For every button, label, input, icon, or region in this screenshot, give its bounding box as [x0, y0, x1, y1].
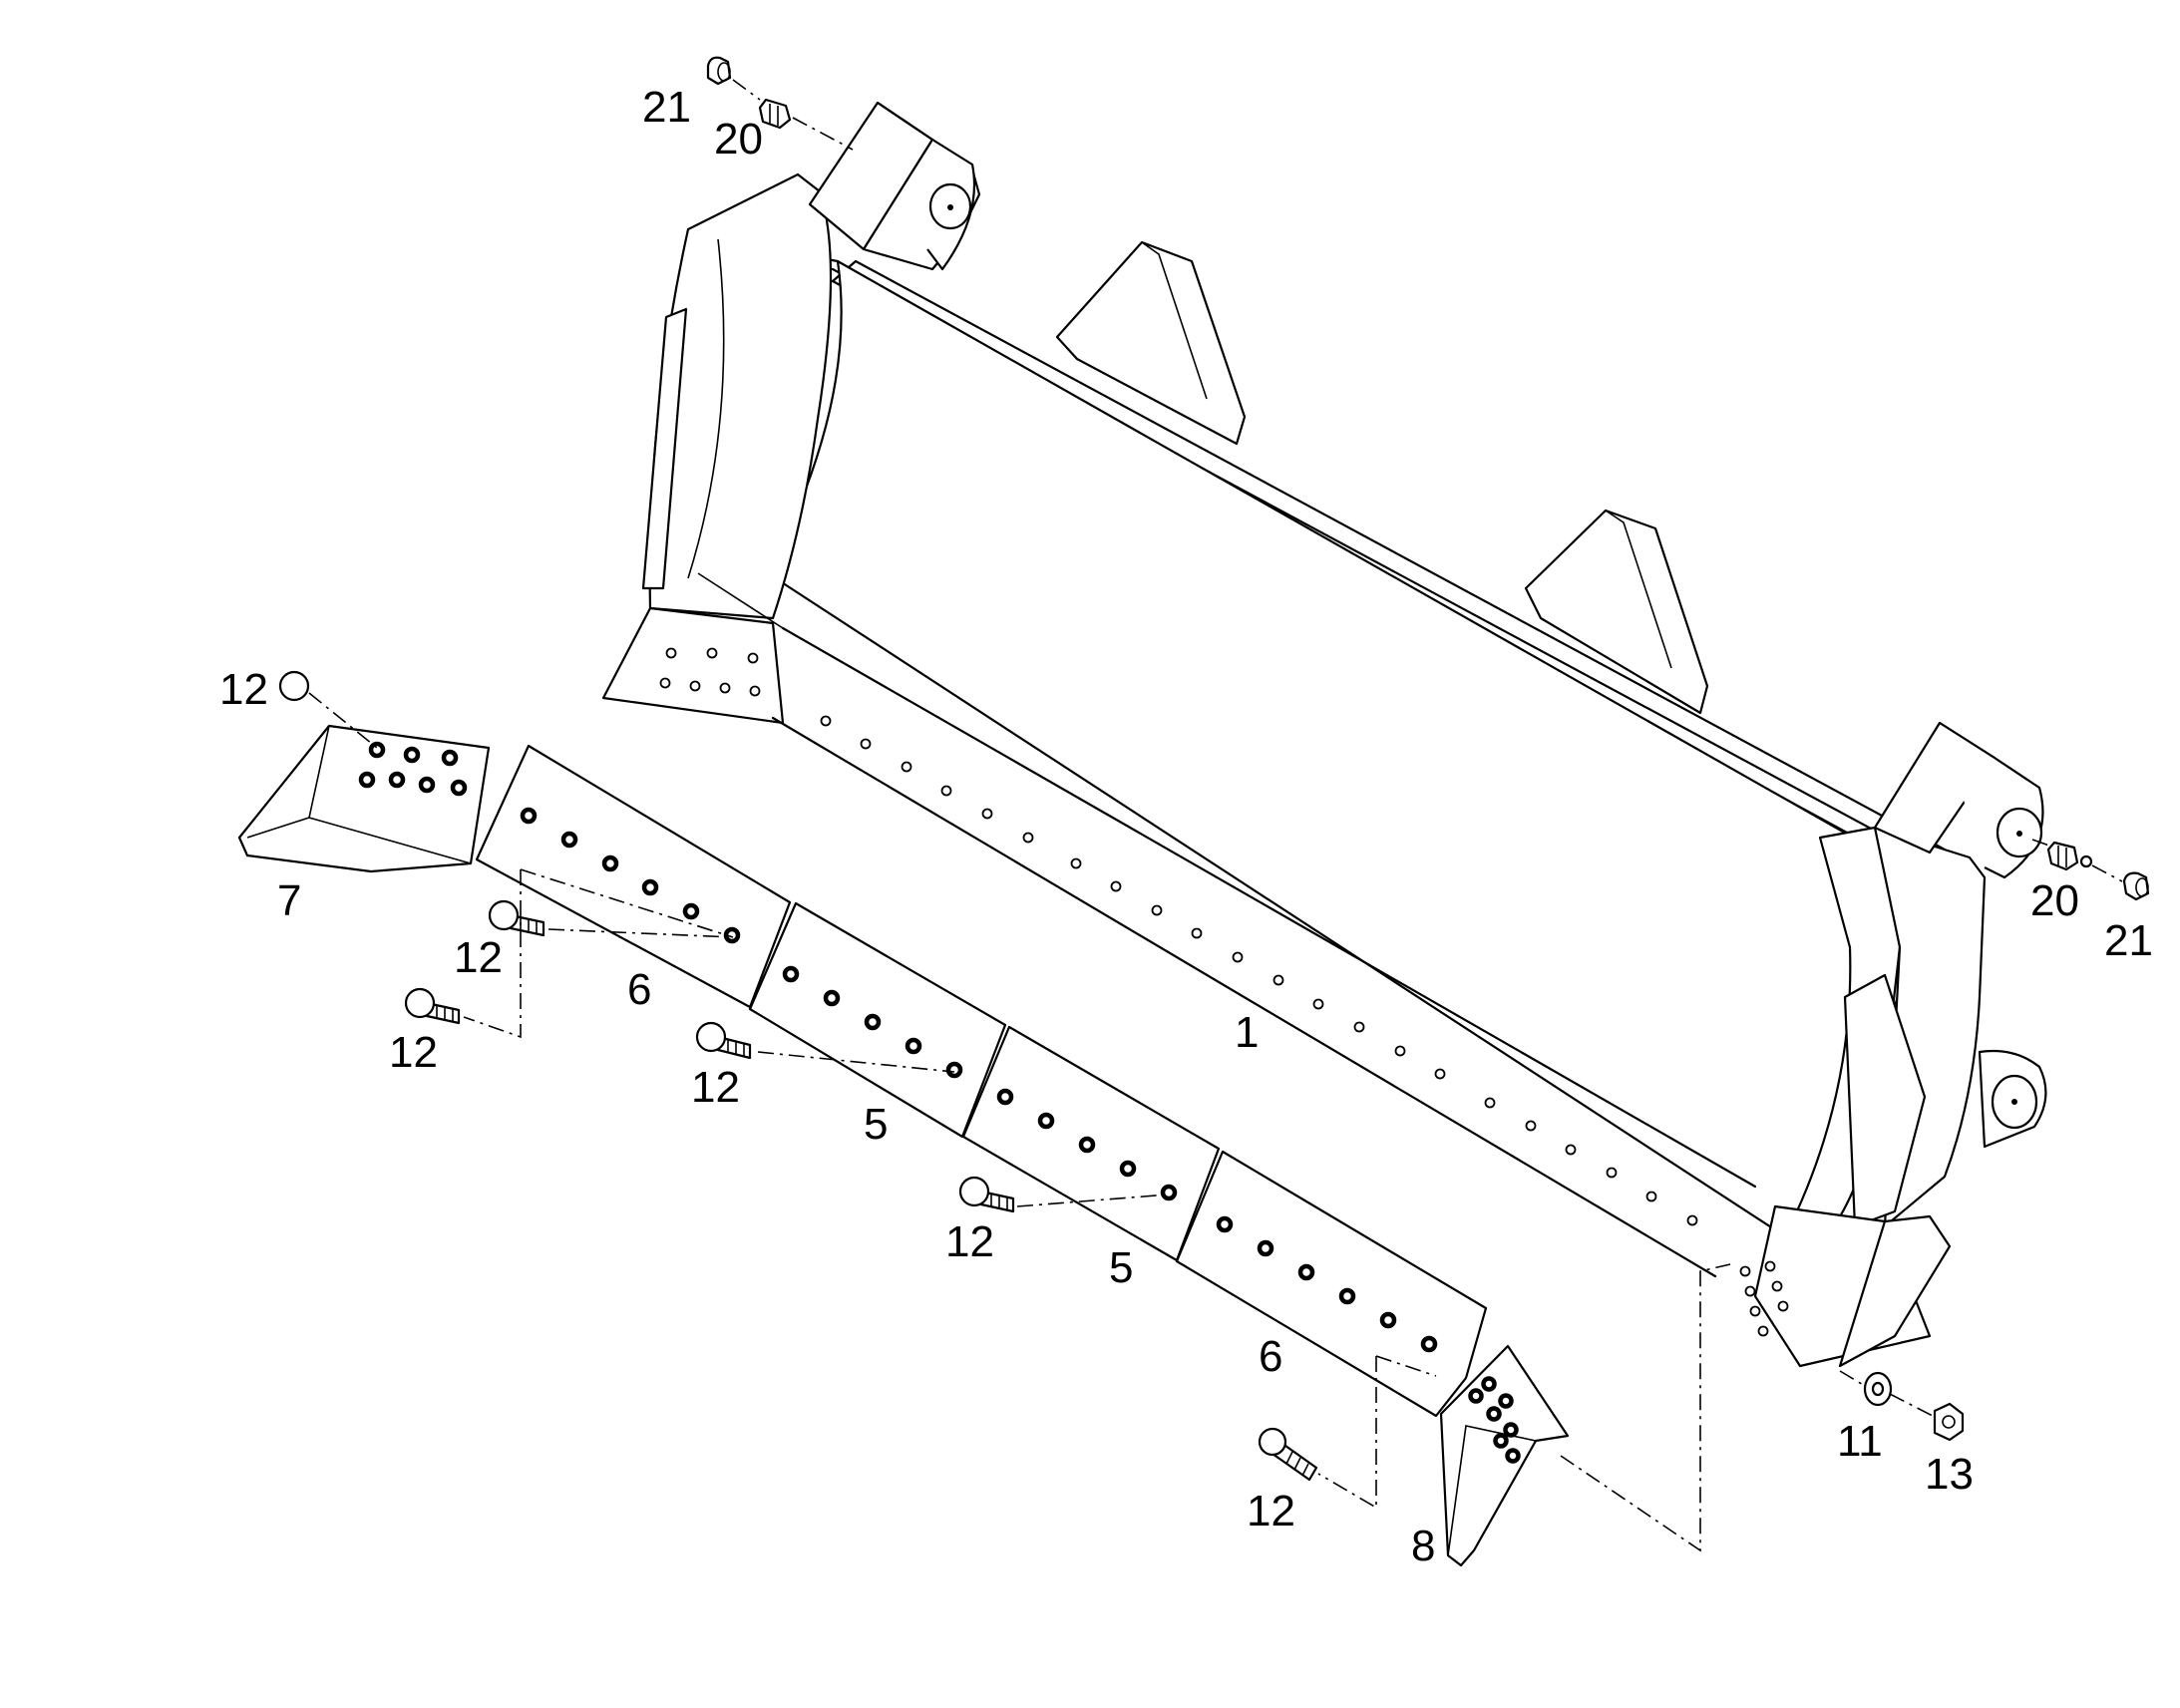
callout-bolt-edge-center-b: 12: [945, 1217, 994, 1266]
cap-left: [706, 56, 732, 86]
callout-cutting-edge-center-b: 5: [1109, 1243, 1133, 1292]
callout-fitting-right: 20: [2030, 876, 2079, 925]
callout-cutting-edge-end-left: 6: [627, 965, 651, 1014]
cutting-edge-right: [1175, 1150, 1488, 1418]
bolt-edge-left-b: [404, 987, 461, 1025]
cutting-edge-center-b: [961, 1025, 1221, 1262]
callout-bolt-end-bit-left: 12: [219, 665, 268, 714]
washer: [1863, 1371, 1893, 1407]
callout-bolt-edge-left-b: 12: [389, 1028, 438, 1077]
fitting-left: [758, 98, 792, 130]
blade-edge-holes: [820, 715, 1698, 1226]
bolt-edge-center-a: [695, 1021, 752, 1060]
callout-end-bit-left: 7: [277, 876, 301, 925]
bolt-edge-right: [1258, 1427, 1318, 1482]
right-corner-holes: [1739, 1260, 1789, 1337]
callout-cutting-edge-end-right: 6: [1259, 1332, 1282, 1381]
left-corner-holes: [659, 647, 761, 697]
main-blade: [601, 101, 2047, 1368]
callout-main-blade: 1: [1235, 1008, 1259, 1057]
bolts: [278, 670, 1318, 1482]
callout-nut: 13: [1925, 1450, 1974, 1499]
callout-fitting-left: 20: [714, 115, 763, 164]
fitting-right: [2046, 841, 2093, 871]
bolt-edge-left-a: [488, 899, 545, 937]
end-bit-left: [237, 724, 491, 873]
callout-bolt-edge-right: 12: [1247, 1487, 1295, 1536]
callout-washer: 11: [1837, 1417, 1883, 1466]
callout-bolt-edge-center-a: 12: [691, 1063, 740, 1112]
callout-bolt-edge-left-a: 12: [454, 933, 503, 982]
nut: [1933, 1402, 1965, 1442]
bolt-edge-center-b: [958, 1176, 1015, 1213]
callout-cutting-edge-center-a: 5: [864, 1100, 888, 1149]
end-bit-right: [1439, 1344, 1570, 1567]
callout-end-bit-right: 8: [1411, 1522, 1435, 1570]
callouts: 1 5 5 6 6 7 8 11 13 12 12 12 12 12 12 20…: [219, 83, 2153, 1570]
cap-right: [2122, 871, 2150, 901]
callout-cap-left: 21: [642, 83, 691, 132]
leader-lines: [308, 79, 2123, 1552]
callout-cap-right: 21: [2104, 916, 2153, 965]
